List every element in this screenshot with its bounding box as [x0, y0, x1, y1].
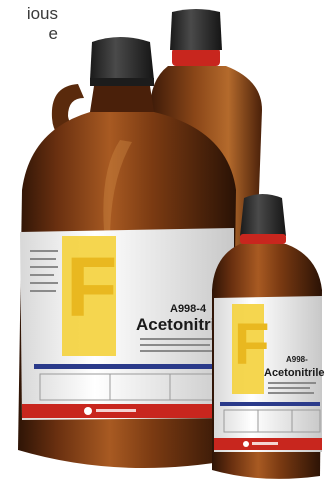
small-bottle-brand-letter: F [234, 312, 269, 377]
small-bottle-logo-mark [243, 441, 249, 447]
cropped-caption-line-2: e [48, 24, 58, 43]
large-jug-neck [90, 86, 154, 112]
large-jug-catalog-number: A998-4 [170, 303, 207, 315]
large-jug-brand-panel [62, 236, 116, 356]
small-bottle-catalog-number: A998- [286, 355, 308, 364]
small-bottle: F A998- Acetonitrile [212, 194, 325, 479]
back-bottle-neck-ring [172, 48, 220, 66]
small-bottle-neck-ring [240, 234, 286, 244]
large-jug-fine-print [30, 250, 220, 352]
small-bottle-fine-print [268, 382, 316, 394]
large-jug-blue-band [34, 364, 230, 369]
small-bottle-logo-text [252, 442, 278, 445]
cropped-caption-line-1: ious [26, 4, 58, 23]
large-jug-logo-text [96, 409, 136, 412]
cropped-caption: ious e [0, 0, 58, 50]
large-jug: F A998-4 Acetonitrile [18, 37, 236, 468]
large-jug-brand-letter: F [66, 240, 117, 334]
small-bottle-blue-band [220, 402, 320, 406]
large-jug-highlight [103, 140, 132, 240]
small-bottle-brand-panel [232, 304, 264, 394]
small-bottle-cap [240, 194, 286, 236]
back-bottle-cap [170, 9, 222, 50]
large-jug-cap [90, 37, 154, 80]
large-jug-logo-mark [84, 407, 92, 415]
large-jug-cap-band [90, 78, 154, 86]
small-bottle-spec-table [223, 409, 321, 433]
large-jug-product-name: Acetonitrile [136, 315, 230, 334]
small-bottle-product-name: Acetonitrile [264, 367, 325, 379]
